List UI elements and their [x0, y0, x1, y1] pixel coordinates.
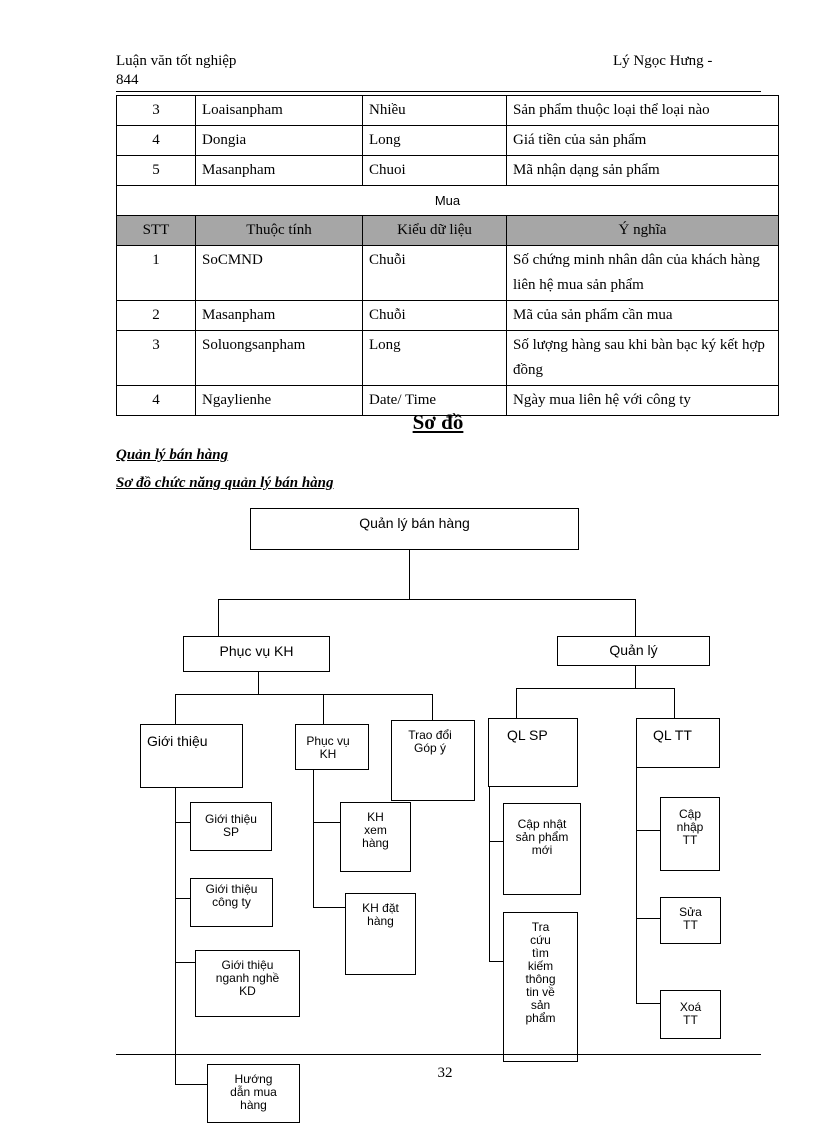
cell-meaning: Mã nhận dạng sản phẩm [506, 155, 779, 186]
cell-meaning: Số chứng minh nhân dân của khách hàng li… [506, 245, 779, 301]
cell-meaning: Ngày mua liên hệ với công ty [506, 385, 779, 416]
header-left-number: 844 [116, 72, 139, 88]
node-feedback: Trao đổi Góp ý [391, 720, 475, 801]
table-row: 4 Ngaylienhe Date/ Time Ngày mua liên hệ… [116, 385, 779, 416]
header-attr: Thuộc tính [195, 215, 363, 246]
cell-meaning: Số lượng hàng sau khi bàn bạc ký kết hợp… [506, 330, 779, 386]
cell-type: Long [362, 330, 507, 386]
node-customer-service: Phục vụ KH [183, 636, 330, 672]
subheading-sales-management: Quản lý bán hàng [116, 447, 229, 463]
cell-type: Chuỗi [362, 300, 507, 331]
node-edit-info: Sửa TT [660, 897, 721, 944]
cell-attr: Masanpham [195, 300, 363, 331]
node-management: Quản lý [557, 636, 710, 666]
node-delete-info: Xoá TT [660, 990, 721, 1039]
cell-stt: 4 [116, 385, 196, 416]
cell-stt: 2 [116, 300, 196, 331]
cell-meaning: Sản phẩm thuộc loại thể loại nào [506, 95, 779, 126]
table-row: 4 Dongia Long Giá tiền của sản phẩm [116, 125, 779, 156]
node-search-product: Tra cứu tìm kiếm thông tin về sản phẩm [503, 912, 578, 1062]
cell-attr: Masanpham [195, 155, 363, 186]
table-row: 1 SoCMND Chuỗi Số chứng minh nhân dân củ… [116, 245, 779, 301]
cell-attr: Loaisanpham [195, 95, 363, 126]
subheading-function-diagram: Sơ đồ chức năng quản lý bán hàng [116, 475, 334, 491]
node-info-management: QL TT [636, 718, 720, 768]
header-rule [116, 91, 761, 92]
cell-type: Long [362, 125, 507, 156]
cell-type: Chuoi [362, 155, 507, 186]
node-order-goods: KH đặt hàng [345, 893, 416, 975]
attribute-table: 3 Loaisanpham Nhiều Sản phẩm thuộc loại … [116, 95, 779, 416]
page-number: 32 [437, 1065, 453, 1081]
cell-type: Nhiều [362, 95, 507, 126]
cell-attr: Soluongsanpham [195, 330, 363, 386]
cell-meaning: Mã của sản phẩm cần mua [506, 300, 779, 331]
table-row: 5 Masanpham Chuoi Mã nhận dạng sản phẩm [116, 155, 779, 186]
node-intro-product: Giới thiệu SP [190, 802, 272, 851]
node-intro-company: Giới thiệu công ty [190, 878, 273, 927]
cell-stt: 3 [116, 330, 196, 386]
table-row: 3 Soluongsanpham Long Số lượng hàng sau … [116, 330, 779, 386]
header-stt: STT [116, 215, 196, 246]
cell-stt: 5 [116, 155, 196, 186]
table-row: 3 Loaisanpham Nhiều Sản phẩm thuộc loại … [116, 95, 779, 126]
cell-stt: 3 [116, 95, 196, 126]
cell-attr: Ngaylienhe [195, 385, 363, 416]
node-update-info: Cập nhập TT [660, 797, 720, 871]
section-title: Sơ đồ [412, 410, 464, 434]
footer-rule [116, 1054, 761, 1055]
cell-meaning: Giá tiền của sản phẩm [506, 125, 779, 156]
node-intro-business: Giới thiệu nganh nghề KD [195, 950, 300, 1017]
node-update-product: Cập nhật sản phẩm mới [503, 803, 581, 895]
node-root: Quản lý bán hàng [250, 508, 579, 550]
header-type: Kiểu dữ liệu [362, 215, 507, 246]
table-header-row: STT Thuộc tính Kiểu dữ liệu Ý nghĩa [116, 215, 779, 246]
node-purchase-guide: Hướng dẫn mua hàng [207, 1064, 300, 1123]
header-author: Lý Ngọc Hưng - [613, 53, 713, 69]
table-section-row: Mua [116, 185, 779, 216]
header-left-title: Luận văn tốt nghiệp [116, 53, 237, 69]
node-customer-service-sub: Phục vụ KH [295, 724, 369, 770]
cell-stt: 1 [116, 245, 196, 301]
header-meaning: Ý nghĩa [506, 215, 779, 246]
cell-stt: 4 [116, 125, 196, 156]
cell-attr: SoCMND [195, 245, 363, 301]
node-product-management: QL SP [488, 718, 578, 787]
table-row: 2 Masanpham Chuỗi Mã của sản phẩm cần mu… [116, 300, 779, 331]
cell-attr: Dongia [195, 125, 363, 156]
node-view-goods: KH xem hàng [340, 802, 411, 872]
table-section-title: Mua [116, 185, 779, 216]
cell-type: Chuỗi [362, 245, 507, 301]
node-introduction: Giới thiệu [140, 724, 243, 788]
